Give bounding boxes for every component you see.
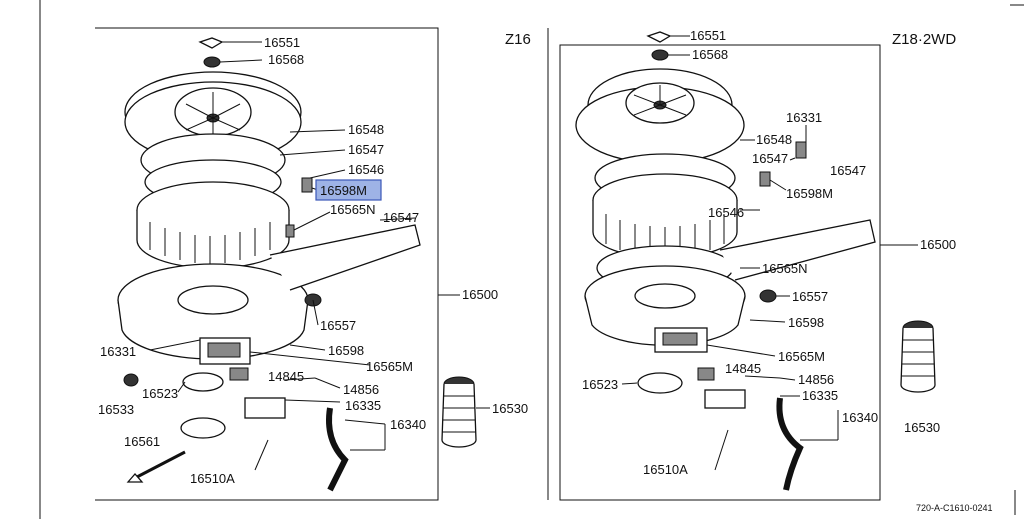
label-p2-16546: 16546 xyxy=(708,205,744,220)
label-p1-16547b: 16547 xyxy=(383,210,419,225)
label-p1-16530: 16530 xyxy=(492,401,528,416)
panel-z18-2wd: Z18·2WD xyxy=(547,28,956,501)
label-p1-16523: 16523 xyxy=(142,386,178,401)
label-p2-16551: 16551 xyxy=(690,28,726,43)
label-p2-16598m: 16598M xyxy=(786,186,833,201)
label-p1-16598: 16598 xyxy=(328,343,364,358)
panel-z18-frame xyxy=(559,44,881,501)
hose-shape xyxy=(326,407,349,492)
label-p1-16557: 16557 xyxy=(320,318,356,333)
snorkel-shape xyxy=(269,224,421,291)
label-p1-16533: 16533 xyxy=(98,402,134,417)
label-p2-16547: 16547 xyxy=(752,151,788,166)
label-p1-16548: 16548 xyxy=(348,122,384,137)
panel-z18-title: Z18·2WD xyxy=(892,31,956,48)
label-p2-16510a: 16510A xyxy=(643,462,688,477)
label-p1-16565m: 16565M xyxy=(366,359,413,374)
label-p2-16500: 16500 xyxy=(920,237,956,252)
label-p1-16565n: 16565N xyxy=(330,202,376,217)
clamp-shape xyxy=(180,417,226,439)
label-p2-16530: 16530 xyxy=(904,420,940,435)
label-p1-16551: 16551 xyxy=(264,35,300,50)
label-p1-16598m-highlighted[interactable]: 16598M xyxy=(320,183,367,198)
ring-shape xyxy=(182,372,224,392)
label-p1-16335: 16335 xyxy=(345,398,381,413)
label-p2-16548: 16548 xyxy=(756,132,792,147)
label-p2-16335: 16335 xyxy=(802,388,838,403)
panel-z16-title: Z16 xyxy=(505,31,531,48)
label-p2-16565m: 16565M xyxy=(778,349,825,364)
panel-z16-frame xyxy=(95,27,439,501)
label-p1-14856: 14856 xyxy=(343,382,379,397)
label-p2-16598: 16598 xyxy=(788,315,824,330)
label-p1-16568: 16568 xyxy=(268,52,304,67)
panel-z16: Z16 xyxy=(95,27,531,501)
wing-nut-shape xyxy=(198,37,224,49)
valve-shape xyxy=(244,397,286,419)
label-p2-14856: 14856 xyxy=(798,372,834,387)
label-p2-16331: 16331 xyxy=(786,110,822,125)
label-p2-16523: 16523 xyxy=(582,377,618,392)
label-p2-16340: 16340 xyxy=(842,410,878,425)
label-p1-16561: 16561 xyxy=(124,434,160,449)
label-p2-16565n: 16565N xyxy=(762,261,808,276)
label-p2-16547b: 16547 xyxy=(830,163,866,178)
label-p1-16547: 16547 xyxy=(348,142,384,157)
label-p1-16331: 16331 xyxy=(100,344,136,359)
label-p2-16568: 16568 xyxy=(692,47,728,62)
rod-shape xyxy=(134,450,186,480)
label-p1-16500: 16500 xyxy=(462,287,498,302)
label-p1-16510a: 16510A xyxy=(190,471,235,486)
label-p2-14845: 14845 xyxy=(725,361,761,376)
highlight-box[interactable] xyxy=(315,179,382,201)
label-p1-14845: 14845 xyxy=(268,369,304,384)
label-p2-16557: 16557 xyxy=(792,289,828,304)
label-p1-16546: 16546 xyxy=(348,162,384,177)
washer-shape xyxy=(203,56,221,68)
label-p1-16340: 16340 xyxy=(390,417,426,432)
reference-code: 720-A-C1610-0241 xyxy=(916,503,993,513)
